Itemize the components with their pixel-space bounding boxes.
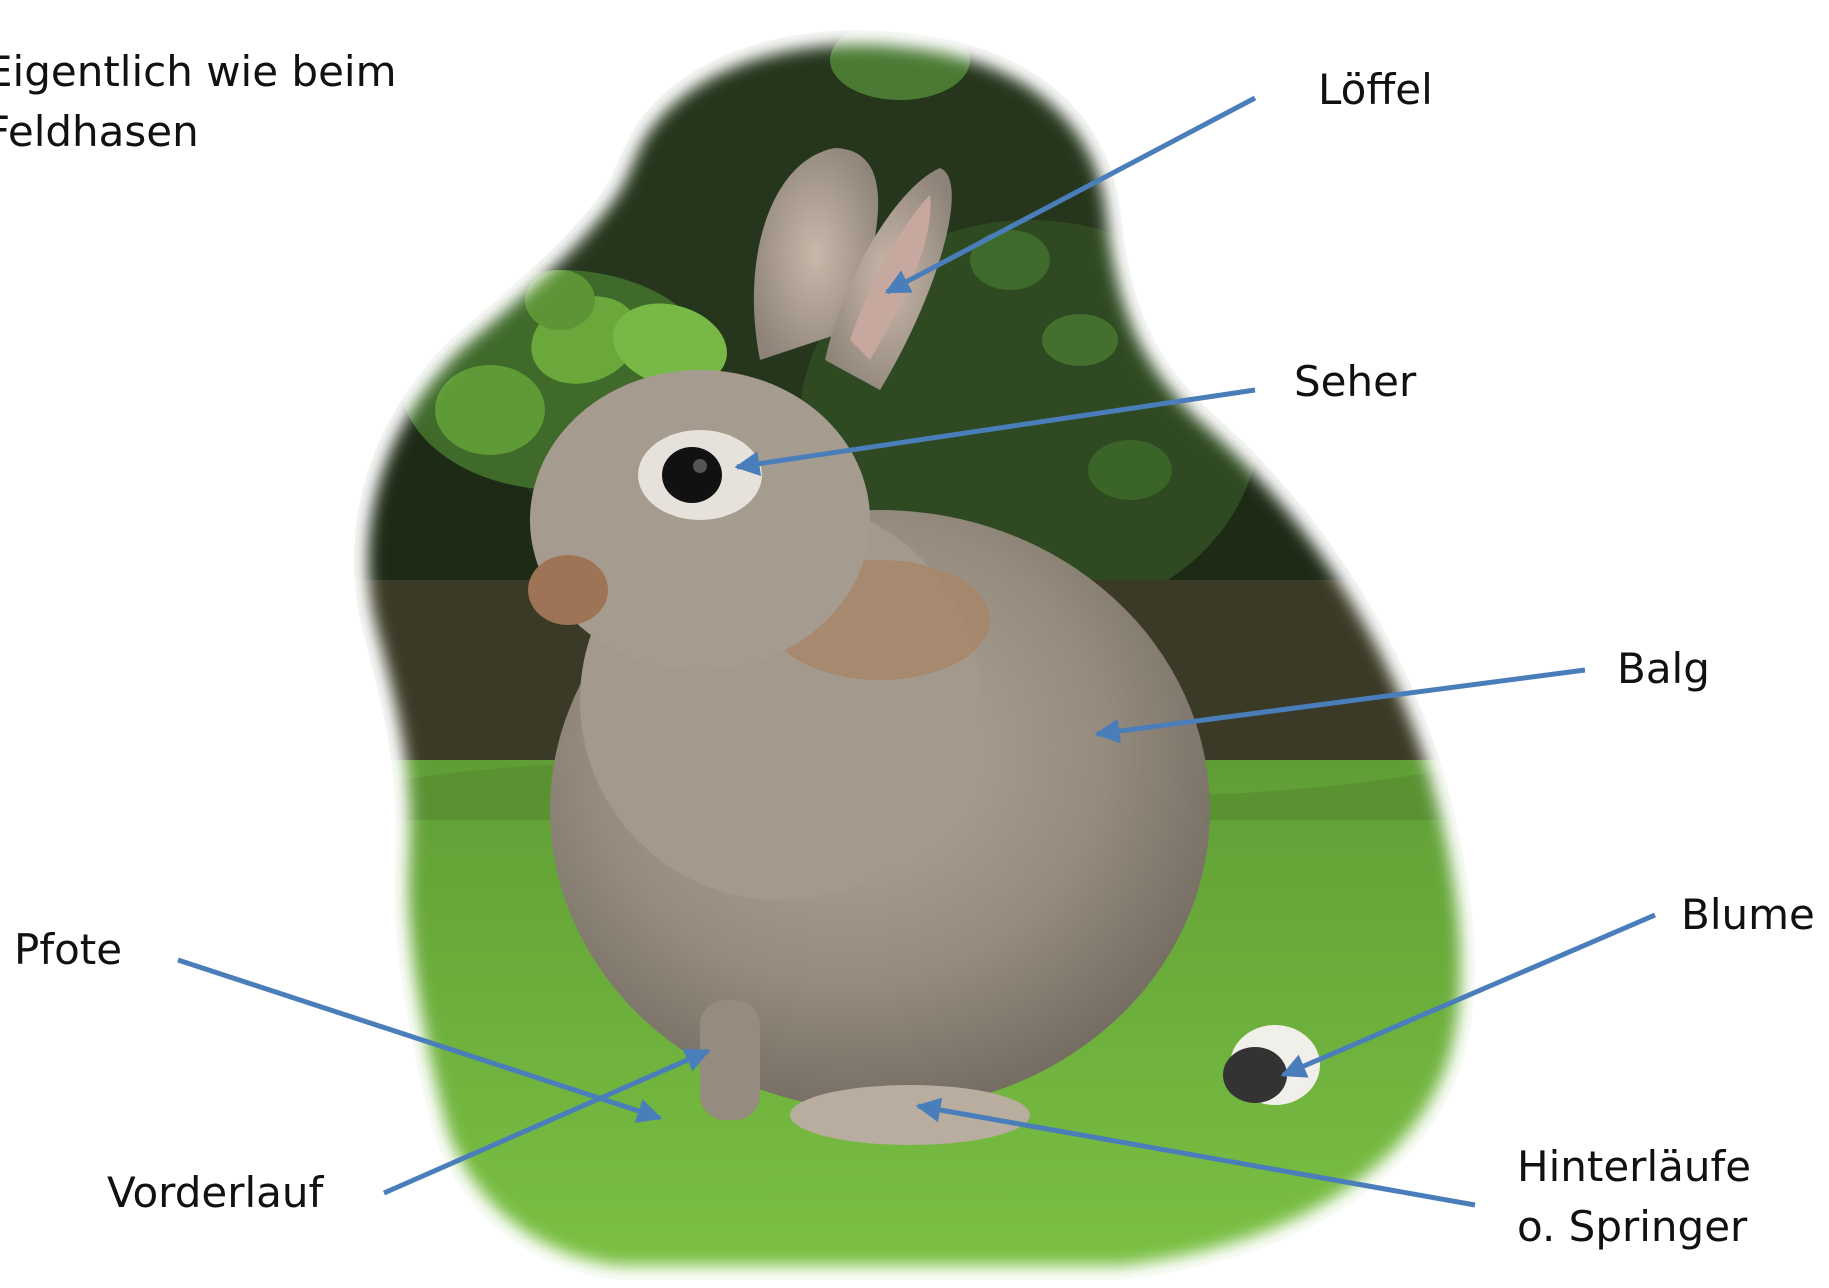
label-pfote: Pfote	[14, 920, 122, 980]
intro-line-2: Feldhasen	[0, 102, 396, 162]
label-seher: Seher	[1294, 352, 1416, 412]
label-loeffel: Löffel	[1318, 60, 1433, 120]
intro-text: Eigentlich wie beim Feldhasen	[0, 42, 396, 162]
label-blume: Blume	[1681, 885, 1815, 945]
intro-line-1: Eigentlich wie beim	[0, 42, 396, 102]
label-balg: Balg	[1617, 639, 1710, 699]
rabbit-photo	[340, 0, 1500, 1288]
label-hinterlaeufe: Hinterläufe o. Springer	[1517, 1137, 1751, 1257]
label-hinterlaeufe-line-1: Hinterläufe	[1517, 1137, 1751, 1197]
label-vorderlauf: Vorderlauf	[107, 1163, 323, 1223]
label-hinterlaeufe-line-2: o. Springer	[1517, 1197, 1751, 1257]
